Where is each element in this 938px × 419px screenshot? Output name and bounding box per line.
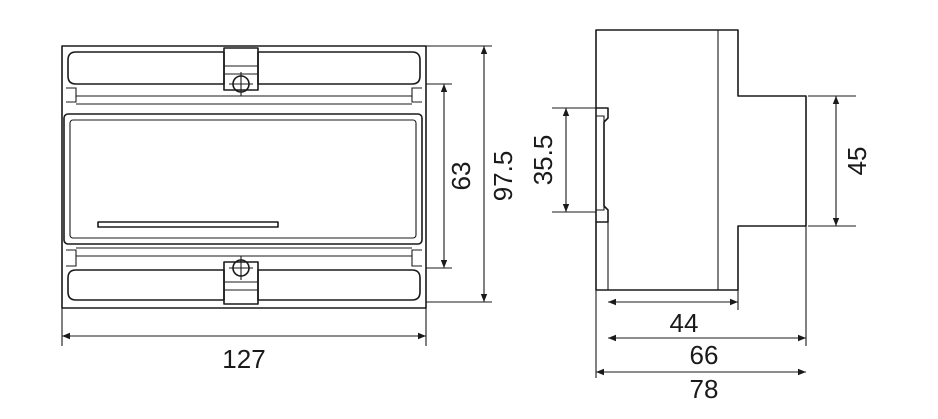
top-right-terminal-pad <box>257 51 421 85</box>
top-left-notch <box>66 87 77 103</box>
dim-total-height-label: 97.5 <box>488 151 518 202</box>
dim-inner-height-label: 63 <box>446 162 476 191</box>
bottom-left-notch <box>66 249 77 267</box>
dim-rail-height-label: 35.5 <box>528 135 558 186</box>
front-outer-housing <box>61 45 427 309</box>
bottom-left-terminal-pad <box>67 269 225 301</box>
dim-step-height-label: 45 <box>842 147 872 176</box>
dim-depth-mid-label: 66 <box>690 340 719 370</box>
side-body-outline <box>595 29 807 291</box>
top-left-terminal-pad <box>67 51 225 85</box>
side-view: 35.5 45 44 66 78 <box>528 29 872 404</box>
front-window-inner <box>69 119 417 239</box>
dim-width-label: 127 <box>222 344 265 374</box>
bottom-right-terminal-pad <box>257 269 421 301</box>
dim-depth-total-label: 78 <box>690 374 719 404</box>
label-strip <box>97 221 279 228</box>
front-window-outer <box>63 113 423 245</box>
front-view: 127 63 97.5 <box>61 45 518 374</box>
dim-depth-small-label: 44 <box>670 308 699 338</box>
top-right-notch <box>411 87 422 103</box>
bottom-right-notch <box>411 249 422 267</box>
din-rail-clip <box>596 107 609 223</box>
